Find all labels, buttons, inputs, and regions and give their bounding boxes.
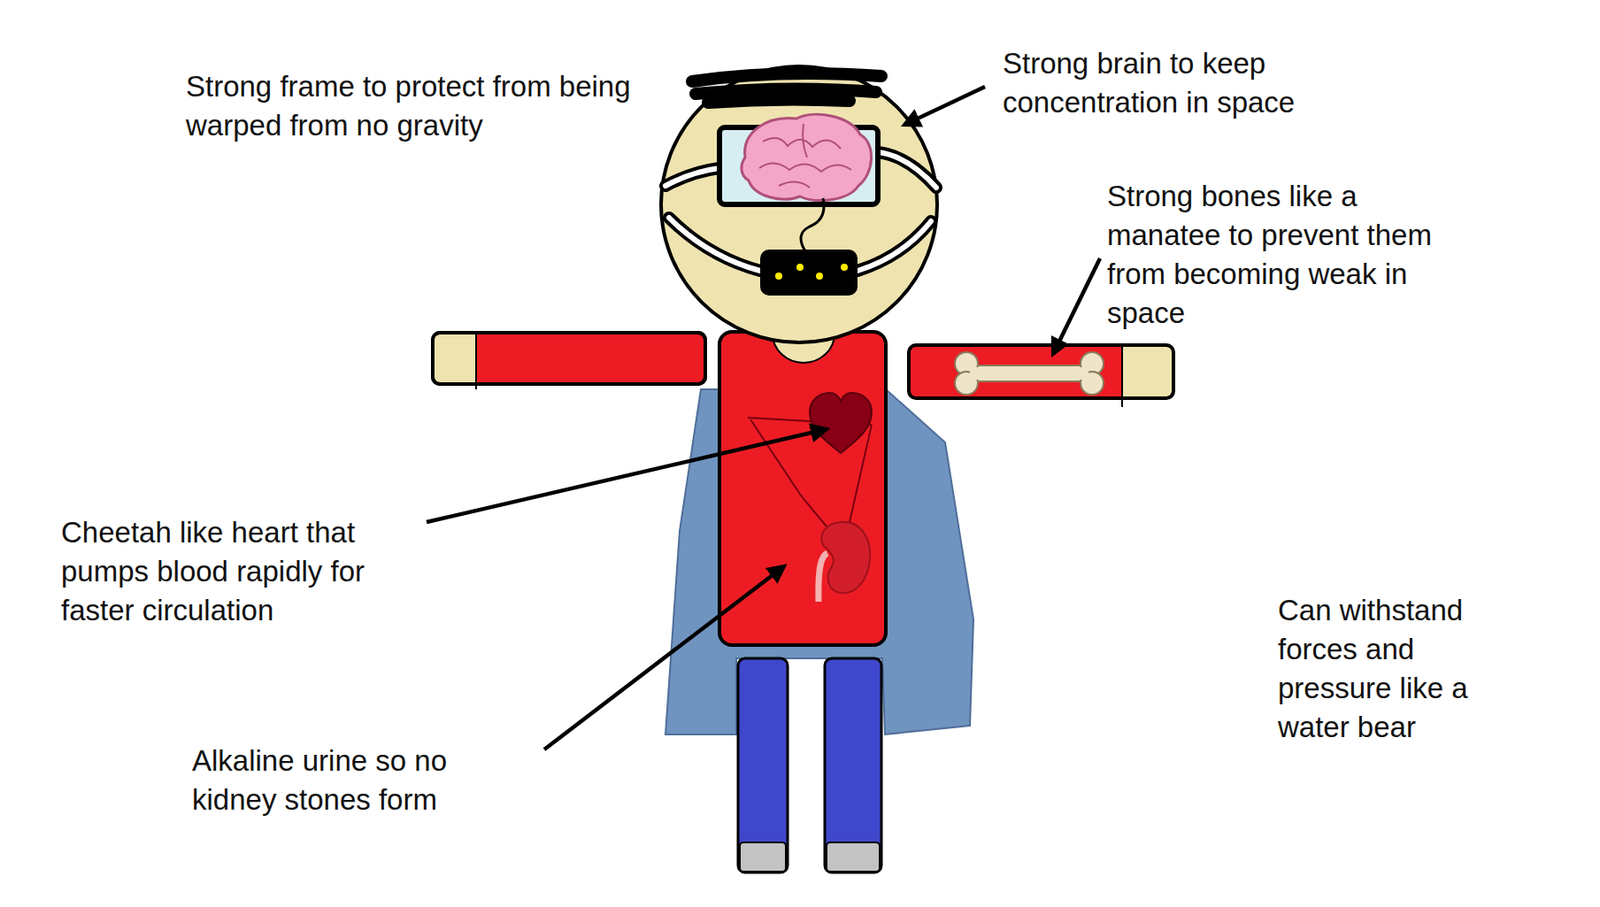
bone-leader xyxy=(1053,258,1100,354)
heart-leader xyxy=(426,429,827,523)
left-arm xyxy=(432,332,706,385)
brain-icon xyxy=(741,114,872,200)
kidney-icon xyxy=(818,522,870,602)
left-arm-outline xyxy=(432,332,706,385)
callout-label: Strong frame to protect from being warpe… xyxy=(185,67,647,146)
callout-label: Can withstand forces and pressure like a… xyxy=(1277,591,1526,747)
right-foot xyxy=(826,842,880,872)
brain-wire xyxy=(800,198,824,252)
callout-label: Strong brain to keep concentration in sp… xyxy=(1002,44,1357,123)
left-cuff xyxy=(475,334,477,390)
hair xyxy=(692,73,882,103)
heart-icon xyxy=(809,392,872,454)
callout-label: Cheetah like heart that pumps blood rapi… xyxy=(61,513,433,631)
right-hand xyxy=(1122,346,1173,397)
bone-icon xyxy=(954,352,1104,395)
left-hand xyxy=(433,334,477,383)
right-arm xyxy=(908,345,1174,399)
callout-label: Strong bones like a manatee to prevent t… xyxy=(1107,176,1435,333)
left-foot xyxy=(739,842,786,872)
leader-arrows xyxy=(426,86,1100,750)
left-leg xyxy=(738,658,788,873)
right-leg xyxy=(824,658,882,873)
right-arm-outline xyxy=(908,345,1174,399)
kidney-leader xyxy=(544,566,785,750)
breathing-mask xyxy=(760,249,858,296)
callout-label: Alkaline urine so no kidney stones form xyxy=(192,741,520,820)
head xyxy=(661,66,938,343)
brain-leader xyxy=(904,86,985,125)
